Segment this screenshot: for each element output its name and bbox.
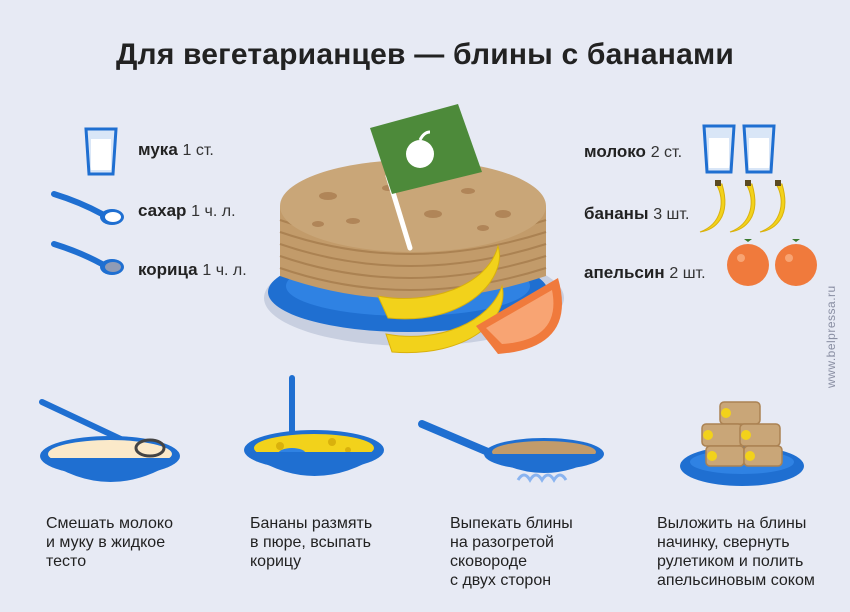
ingredient-sugar: сахар 1 ч. л. [138,201,236,220]
ingredient-flour: мука 1 ст. [138,140,214,159]
cinnamon-spoon-icon [51,241,124,275]
step-serve-rolls-illustration [680,401,804,486]
page-title: Для вегетарианцев — блины с бананами [115,38,734,71]
oranges-icon [727,239,817,286]
step-mash-bowl-illustration [244,375,384,476]
ingredient-orange: апельсин 2 шт. [584,263,706,282]
source-watermark: www.belpressa.ru [824,285,838,388]
ingredient-cinnamon: корица 1 ч. л. [138,260,247,279]
ingredient-milk: молоко 2 ст. [584,142,683,161]
bananas-icon [699,180,786,233]
flour-glass-icon [84,127,118,176]
milk-glasses-icon [702,124,776,174]
step-fry-pan-illustration [418,420,604,483]
sugar-spoon-icon [51,191,124,225]
ingredient-bananas: бананы 3 шт. [584,204,690,223]
step-mix-bowl-illustration [39,399,180,482]
pancake-stack-illustration [264,104,564,354]
